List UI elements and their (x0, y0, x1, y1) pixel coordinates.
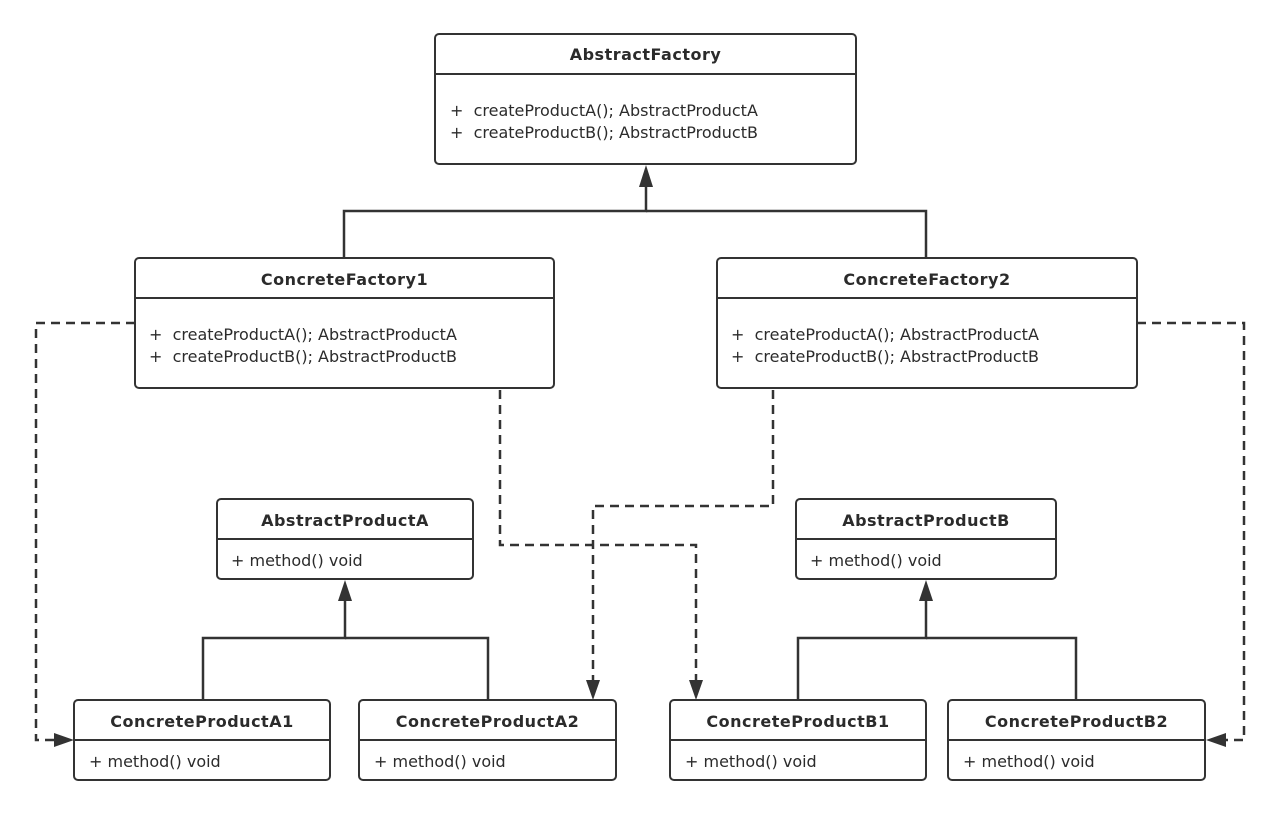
class-member: + createProductA(); AbstractProductA (149, 325, 457, 344)
class-member: + createProductA(); AbstractProductA (731, 325, 1039, 344)
class-box-abstract-product-b[interactable]: AbstractProductB + method() void (795, 498, 1057, 580)
class-box-abstract-product-a[interactable]: AbstractProductA + method() void (216, 498, 474, 580)
dep-edge-factory1-to-product-b1 (498, 390, 698, 680)
class-member: + method() void (374, 752, 506, 771)
dep-edge-factory2-to-product-a2 (591, 390, 775, 680)
dep-arrowhead-product-a2 (586, 680, 600, 700)
class-box-concrete-product-b2[interactable]: ConcreteProductB2 + method() void (947, 699, 1206, 781)
inherit-edge-product-a1-to-abstract-product-a (201, 600, 347, 700)
dep-arrowhead-product-b2 (1206, 733, 1226, 747)
class-box-concrete-product-a2[interactable]: ConcreteProductA2 + method() void (358, 699, 617, 781)
inherit-edge-product-b1-to-abstract-product-b (796, 600, 928, 700)
class-name: ConcreteProductA2 (396, 712, 579, 731)
class-member: + method() void (231, 551, 363, 570)
class-member: + createProductB(); AbstractProductB (149, 347, 457, 366)
class-name: AbstractProductB (842, 511, 1010, 530)
inheritance-edges (201, 165, 1078, 700)
class-member: + method() void (89, 752, 221, 771)
class-box-abstract-factory[interactable]: AbstractFactory + createProductA(); Abst… (434, 33, 857, 165)
inherit-edge-factory2-to-abstract-factory (646, 209, 928, 258)
class-member: + method() void (810, 551, 942, 570)
dep-edge-factory1-to-product-a1 (34, 321, 135, 742)
class-box-concrete-factory-1[interactable]: ConcreteFactory1 + createProductA(); Abs… (134, 257, 555, 389)
class-name: ConcreteFactory2 (843, 270, 1010, 289)
inherit-arrowhead-abstract-product-b (919, 580, 933, 601)
class-member: + createProductB(); AbstractProductB (731, 347, 1039, 366)
class-member: + method() void (963, 752, 1095, 771)
class-box-concrete-factory-2[interactable]: ConcreteFactory2 + createProductA(); Abs… (716, 257, 1138, 389)
inherit-edge-product-a2-to-abstract-product-a (345, 636, 490, 700)
dependency-edges (34, 321, 1246, 747)
class-name: AbstractFactory (570, 45, 722, 64)
class-box-concrete-product-a1[interactable]: ConcreteProductA1 + method() void (73, 699, 331, 781)
class-name: ConcreteProductB1 (706, 712, 889, 731)
inherit-edge-product-b2-to-abstract-product-b (926, 636, 1078, 700)
dep-arrowhead-product-b1 (689, 680, 703, 700)
class-member: + createProductB(); AbstractProductB (450, 123, 758, 142)
inherit-arrowhead-abstract-product-a (338, 580, 352, 601)
dep-arrowhead-product-a1 (54, 733, 74, 747)
class-box-concrete-product-b1[interactable]: ConcreteProductB1 + method() void (669, 699, 927, 781)
class-name: ConcreteProductA1 (110, 712, 293, 731)
class-name: AbstractProductA (261, 511, 429, 530)
inherit-edge-factory1-to-abstract-factory (342, 186, 648, 258)
class-member: + createProductA(); AbstractProductA (450, 101, 758, 120)
class-name: ConcreteProductB2 (985, 712, 1168, 731)
dep-edge-factory2-to-product-b2 (1137, 321, 1246, 742)
class-name: ConcreteFactory1 (261, 270, 428, 289)
inherit-arrowhead-abstract-factory (639, 165, 653, 187)
class-member: + method() void (685, 752, 817, 771)
